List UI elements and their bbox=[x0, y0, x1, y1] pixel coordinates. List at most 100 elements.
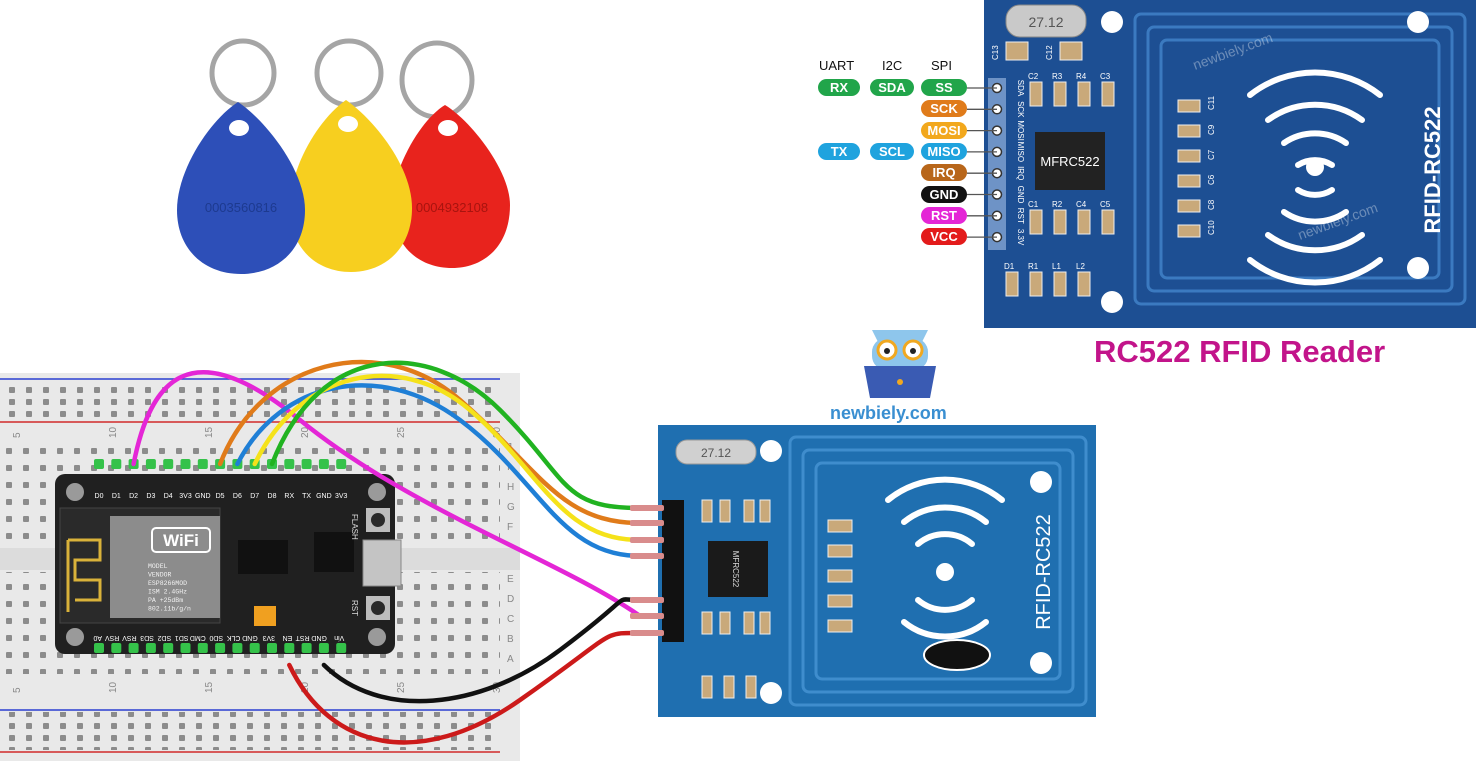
pin-label-spi-miso: MISO bbox=[921, 142, 967, 160]
pin-label-uart-tx: TX bbox=[818, 142, 860, 160]
pcb-antenna bbox=[66, 538, 102, 612]
owl-mascot-icon bbox=[864, 330, 936, 398]
row-letter: G bbox=[507, 502, 515, 513]
pin-name-bottom: 3V3 bbox=[262, 634, 275, 641]
usb-uart-chip bbox=[314, 532, 354, 572]
module-title: RC522 RFID Reader bbox=[1094, 334, 1386, 369]
shield-text-line: 802.11b/g/n bbox=[148, 606, 191, 613]
header-pin-top bbox=[336, 459, 347, 469]
pin-name-top: D1 bbox=[112, 493, 121, 500]
smd-label: C6 bbox=[1207, 174, 1216, 185]
header-pin bbox=[630, 630, 664, 636]
pin-name-top: D5 bbox=[216, 493, 225, 500]
smd-part bbox=[1177, 174, 1201, 188]
crystal-label: 27.12 bbox=[701, 446, 731, 460]
flash-label: FLASH bbox=[350, 514, 359, 540]
brand-text: newbiely.com bbox=[830, 403, 947, 423]
mfrc522-chip bbox=[708, 541, 768, 597]
antenna-trace bbox=[814, 461, 1062, 681]
keyfob-hole bbox=[338, 116, 358, 132]
pin-name-bottom: CLK bbox=[226, 634, 240, 641]
mount-hole bbox=[1407, 257, 1429, 279]
header-pin-top bbox=[111, 459, 122, 469]
header-pin-bottom bbox=[197, 643, 208, 653]
smd-part bbox=[827, 544, 853, 558]
shield-text-line: PA +25dBm bbox=[148, 597, 183, 604]
flash-button-cap bbox=[371, 513, 385, 527]
module-board-label: RFID-RC522 bbox=[1033, 514, 1055, 630]
smd-part bbox=[1053, 271, 1067, 297]
header-pin-top bbox=[145, 459, 156, 469]
smd-part bbox=[1077, 209, 1091, 235]
smd-label: C13 bbox=[991, 45, 1000, 60]
pin-name-bottom: RSV bbox=[105, 634, 120, 641]
header-pin-bottom bbox=[267, 643, 277, 653]
header-pin bbox=[630, 597, 664, 603]
row-letter: H bbox=[507, 482, 514, 493]
keyfob-hole bbox=[229, 120, 249, 136]
smd-part bbox=[1029, 271, 1043, 297]
column-number: 15 bbox=[204, 681, 215, 693]
smd-label: D1 bbox=[1004, 262, 1015, 271]
crystal bbox=[1005, 4, 1087, 38]
keyfob-group: 0003560816 0004932108 bbox=[177, 38, 510, 274]
rf-shield bbox=[110, 516, 220, 618]
pin-name-bottom: RSV bbox=[122, 634, 137, 641]
antenna-trace bbox=[1146, 25, 1454, 293]
mount-hole bbox=[1030, 652, 1052, 674]
antenna-trace bbox=[801, 448, 1075, 694]
pin-silk-label: RST bbox=[1016, 208, 1025, 224]
pin-silk-label: MISO bbox=[1016, 142, 1025, 162]
column-number: 30 bbox=[492, 426, 503, 438]
micro-usb-port bbox=[362, 539, 402, 587]
pin-silk-label: SCK bbox=[1016, 101, 1025, 118]
keyfob-red bbox=[392, 105, 510, 268]
row-letter: B bbox=[507, 634, 514, 645]
shield-text-line: ESP8266MOD bbox=[148, 580, 187, 587]
shield-text-line: VENDOR bbox=[148, 572, 172, 579]
pin-silk-label: IRQ bbox=[1016, 166, 1025, 180]
smd-label: C7 bbox=[1207, 149, 1216, 160]
header-pin-bottom bbox=[249, 643, 260, 653]
keyfob-hole bbox=[438, 120, 458, 136]
header-pin-bottom bbox=[94, 643, 104, 653]
header-pin-bottom bbox=[284, 643, 295, 653]
header-pin bbox=[630, 537, 664, 543]
smd-label: C8 bbox=[1207, 199, 1216, 210]
rfid-wave-icon bbox=[885, 476, 1005, 640]
smd-part bbox=[1101, 209, 1115, 235]
pin-name-bottom: EN bbox=[283, 634, 293, 641]
mount-hole bbox=[1101, 291, 1123, 313]
smd-part bbox=[701, 499, 713, 523]
row-letter: C bbox=[507, 614, 514, 625]
shield-text-line: MODEL bbox=[148, 563, 168, 570]
smd-label: C10 bbox=[1207, 220, 1216, 235]
keyfob-number-red: 0004932108 bbox=[416, 200, 488, 215]
smd-part bbox=[827, 619, 853, 633]
pin-name-bottom: SD3 bbox=[140, 634, 154, 641]
pin-label-i2c-scl: SCL bbox=[870, 142, 914, 160]
power-rail-bottom bbox=[0, 712, 500, 750]
column-number: 20 bbox=[300, 681, 311, 693]
smd-part bbox=[1101, 81, 1115, 107]
column-number: 25 bbox=[396, 681, 407, 693]
pin-name-bottom: CMD bbox=[190, 634, 206, 641]
header-pin-top bbox=[318, 459, 329, 469]
shield-text-line: ISM 2.4GHz bbox=[148, 589, 187, 596]
pin-name-bottom: A0 bbox=[93, 634, 102, 641]
smd-part bbox=[1077, 81, 1091, 107]
wifi-logo-text: WiFi bbox=[163, 531, 199, 550]
header-pin bbox=[630, 553, 664, 559]
photo-board-label: RFID-RC522 bbox=[1420, 106, 1445, 233]
column-number: 10 bbox=[108, 426, 119, 438]
crystal bbox=[675, 439, 757, 465]
smd-part bbox=[701, 675, 713, 699]
header-pin bbox=[630, 520, 664, 526]
antenna-trace bbox=[788, 435, 1088, 707]
wire-d6 bbox=[235, 383, 643, 559]
smd-part bbox=[701, 611, 713, 635]
